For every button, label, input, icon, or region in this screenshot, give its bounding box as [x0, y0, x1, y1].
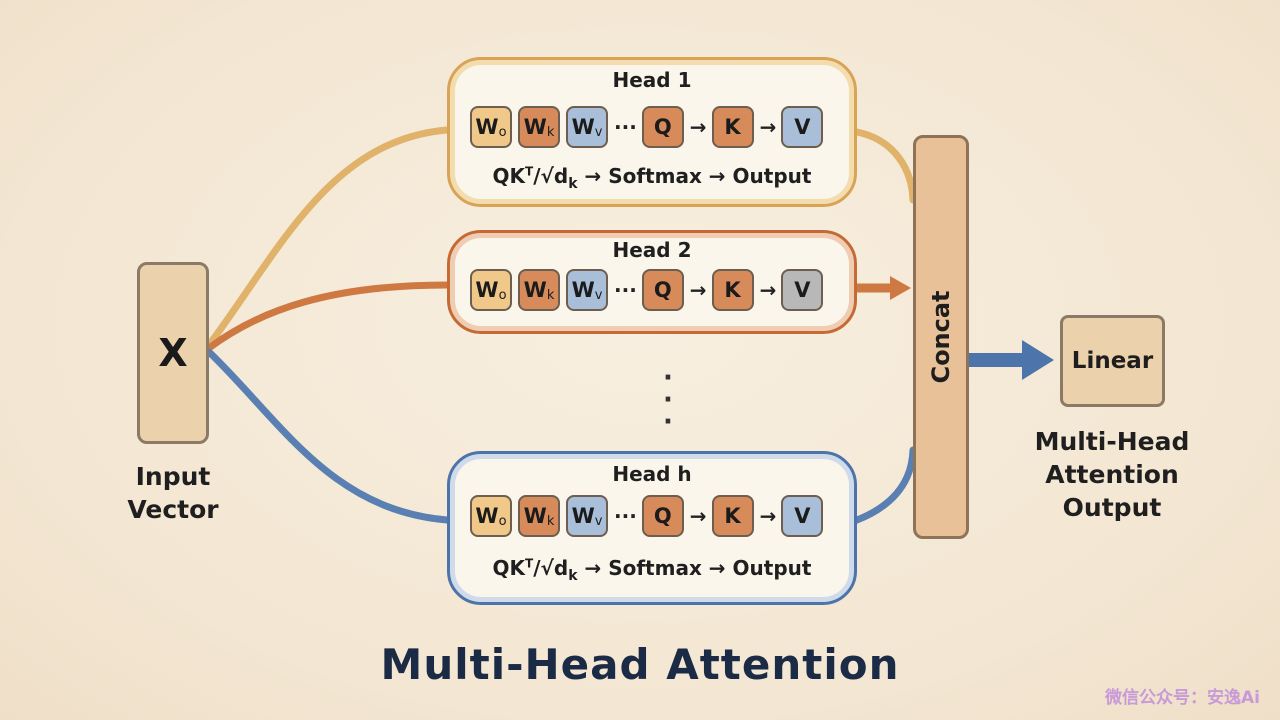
- output-caption: Multi-Head Attention Output: [1034, 427, 1190, 522]
- token-k: K: [711, 495, 754, 537]
- token-k: K: [711, 269, 754, 311]
- wire-head1-concat: [853, 128, 917, 204]
- wire-x-head1: [205, 126, 451, 349]
- arrow-icon: →: [689, 504, 707, 528]
- concat-block: Concat: [913, 135, 969, 539]
- arrowhead-linear: [1022, 340, 1054, 380]
- arrow-icon: →: [759, 504, 777, 528]
- head-h-formula: QKT/√dk → Softmax → Output: [492, 556, 812, 584]
- linear-block: Linear: [1060, 315, 1165, 407]
- head-1-formula: QKT/√dk → Softmax → Output: [492, 164, 812, 192]
- ellipsis: ···: [614, 504, 637, 528]
- arrow-icon: →: [689, 278, 707, 302]
- concat-label: Concat: [927, 290, 955, 384]
- arrow-icon: →: [759, 278, 777, 302]
- token-q: Q: [641, 269, 684, 311]
- ellipsis: ···: [614, 115, 637, 139]
- token-k: K: [711, 106, 754, 148]
- linear-label: Linear: [1071, 348, 1154, 374]
- input-box: X: [137, 262, 209, 444]
- input-symbol: X: [158, 331, 188, 375]
- vertical-ellipsis: ···: [663, 363, 673, 437]
- wire-headh-concat: [853, 446, 917, 524]
- input-caption: Input Vector: [127, 462, 219, 524]
- watermark: 微信公众号：安逸Ai: [1105, 688, 1260, 708]
- head-1-title: Head 1: [612, 68, 692, 92]
- token-v: V: [781, 495, 824, 537]
- ellipsis: ···: [614, 278, 637, 302]
- head-h-title: Head h: [612, 462, 692, 486]
- wire-x-head2: [205, 281, 451, 352]
- token-q: Q: [641, 106, 684, 148]
- arrowhead-head2: [890, 276, 911, 300]
- wire-x-headh: [205, 348, 451, 524]
- page-title: Multi-Head Attention: [380, 640, 900, 689]
- head-2-title: Head 2: [612, 238, 692, 262]
- arrow-icon: →: [689, 115, 707, 139]
- token-q: Q: [641, 495, 684, 537]
- token-v: V: [781, 106, 824, 148]
- arrow-icon: →: [759, 115, 777, 139]
- token-v: V: [781, 269, 824, 311]
